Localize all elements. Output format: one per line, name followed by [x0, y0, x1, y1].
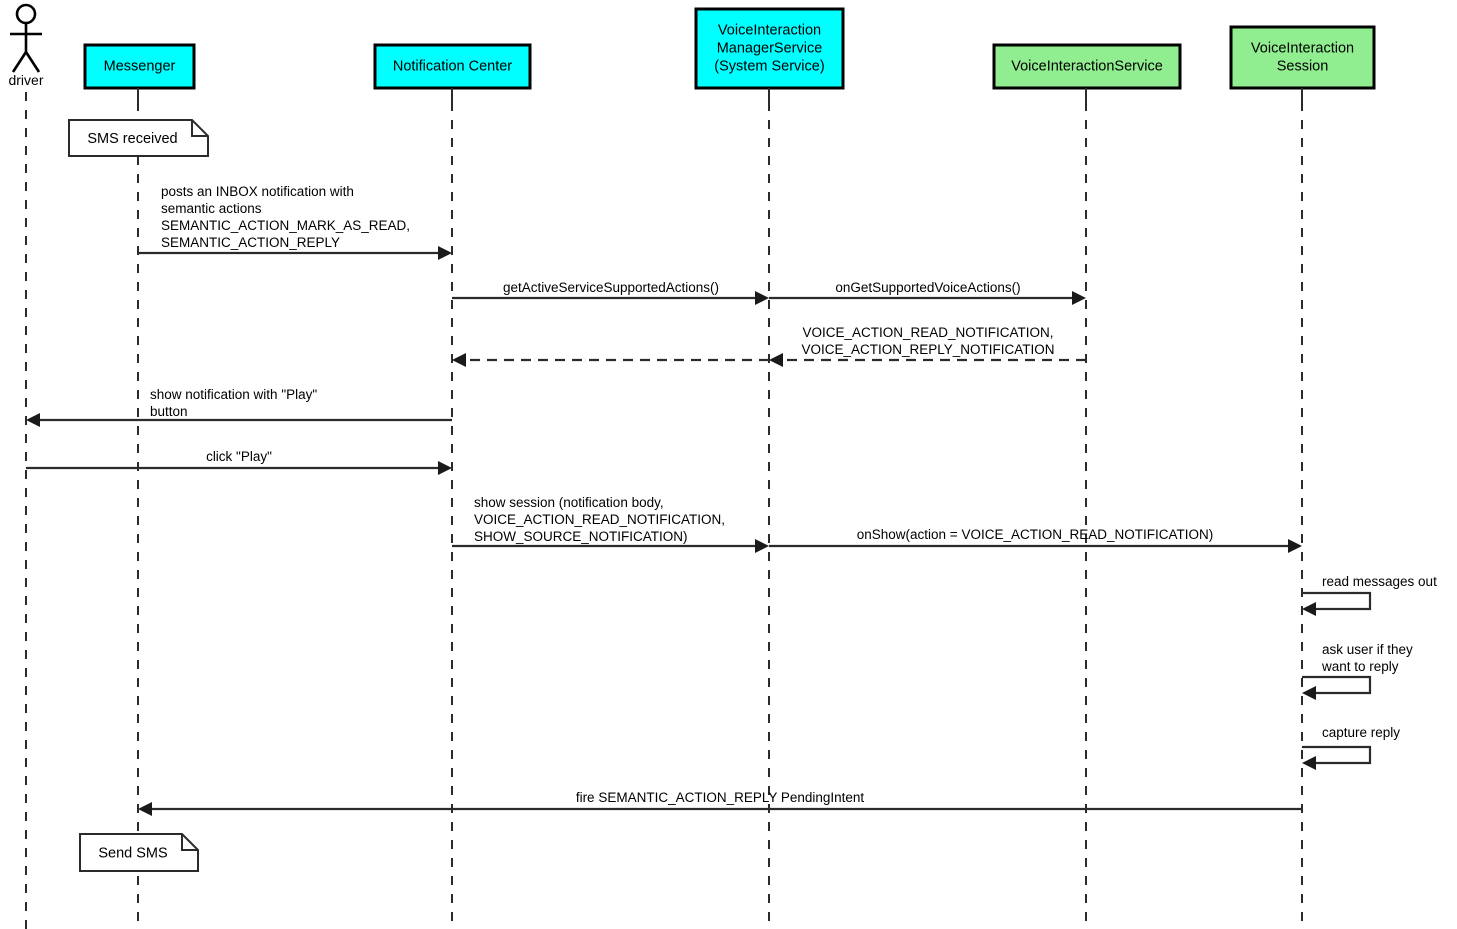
- note-note-sms-received: SMS received: [68, 119, 209, 157]
- arrowhead-msg-click-play: [438, 461, 452, 475]
- arrowhead-msg-show-notification-with-play: [26, 413, 40, 427]
- message-label-msg-post-inbox-notification-line-0: posts an INBOX notification with: [161, 184, 354, 199]
- message-msg-return-voice-actions-to-manager[interactable]: VOICE_ACTION_READ_NOTIFICATION, VOICE_ACT…: [769, 325, 1086, 367]
- self-message-path-self-capture-reply[interactable]: [1302, 745, 1372, 765]
- note-note-send-sms: Send SMS: [79, 833, 199, 872]
- message-label-msg-on-get-supported-voice-actions-line-0: onGetSupportedVoiceActions(): [835, 280, 1020, 295]
- note-label-note-sms-received: SMS received: [87, 131, 177, 147]
- message-label-msg-fire-semantic-action-reply-pending-intent-line-0: fire SEMANTIC_ACTION_REPLY PendingIntent: [576, 790, 865, 805]
- participant-box-notification-center[interactable]: [373, 43, 532, 90]
- message-msg-return-voice-actions-to-notification-center[interactable]: [452, 353, 769, 367]
- arrowhead-msg-on-get-supported-voice-actions: [1072, 291, 1086, 305]
- message-msg-show-session[interactable]: show session (notification body, VOICE_AC…: [452, 495, 769, 553]
- participant-label-messenger-line-0: Messenger: [104, 58, 176, 74]
- self-message-label-self-ask-user-if-they-want-to-reply-line-0: ask user if they: [1322, 642, 1413, 657]
- message-label-msg-return-voice-actions-to-manager-line-1: VOICE_ACTION_REPLY_NOTIFICATION: [801, 342, 1054, 357]
- message-msg-show-notification-with-play[interactable]: show notification with "Play" button: [26, 387, 452, 427]
- arrowhead-self-ask-user-if-they-want-to-reply: [1302, 686, 1316, 700]
- participant-label-notification-center-line-0: Notification Center: [393, 58, 512, 74]
- message-msg-click-play[interactable]: click "Play": [26, 449, 452, 475]
- self-message-label-self-ask-user-if-they-want-to-reply-line-1: want to reply: [1321, 659, 1399, 674]
- message-label-msg-get-active-service-supported-actions-line-0: getActiveServiceSupportedActions(): [503, 280, 719, 295]
- message-msg-on-get-supported-voice-actions[interactable]: onGetSupportedVoiceActions(): [769, 280, 1086, 305]
- actor-driver-label: driver: [8, 72, 43, 88]
- arrowhead-msg-return-voice-actions-to-manager: [769, 353, 783, 367]
- participant-label-voice-interaction-session-line-0: VoiceInteraction: [1251, 40, 1354, 56]
- message-label-msg-on-show-line-0: onShow(action = VOICE_ACTION_READ_NOTIFI…: [857, 527, 1213, 542]
- arrowhead-self-read-messages-out: [1302, 602, 1316, 616]
- message-msg-fire-semantic-action-reply-pending-intent[interactable]: fire SEMANTIC_ACTION_REPLY PendingIntent: [138, 790, 1302, 816]
- message-label-msg-show-notification-with-play-line-1: button: [150, 404, 188, 419]
- message-label-msg-return-voice-actions-to-manager-line-0: VOICE_ACTION_READ_NOTIFICATION,: [802, 325, 1053, 340]
- self-message-path-self-read-messages-out[interactable]: [1302, 591, 1372, 611]
- note-body-note-sms-received: [68, 119, 209, 157]
- participant-box-messenger[interactable]: [83, 43, 196, 90]
- message-msg-post-inbox-notification[interactable]: posts an INBOX notification with semantic…: [138, 184, 452, 260]
- arrowhead-msg-post-inbox-notification: [438, 246, 452, 260]
- participant-notification-center[interactable]: Notification Center: [373, 43, 532, 929]
- message-label-msg-show-notification-with-play-line-0: show notification with "Play": [150, 387, 317, 402]
- actor-leg-left: [11, 51, 28, 73]
- arrowhead-msg-get-active-service-supported-actions: [755, 291, 769, 305]
- actor-leg-right: [24, 51, 41, 73]
- self-message-path-self-ask-user-if-they-want-to-reply[interactable]: [1302, 675, 1372, 695]
- message-label-msg-show-session-line-1: VOICE_ACTION_READ_NOTIFICATION,: [474, 512, 725, 527]
- actor-driver: driver: [8, 3, 44, 929]
- participant-voice-interaction-service[interactable]: VoiceInteractionService: [992, 43, 1182, 929]
- self-message-self-read-messages-out[interactable]: read messages out: [1302, 574, 1437, 616]
- self-message-label-self-capture-reply-line-0: capture reply: [1322, 725, 1400, 740]
- note-fold-note-send-sms: [181, 834, 198, 851]
- participant-box-voice-interaction-session[interactable]: [1229, 25, 1376, 90]
- message-msg-on-show[interactable]: onShow(action = VOICE_ACTION_READ_NOTIFI…: [769, 527, 1302, 553]
- message-label-msg-post-inbox-notification-line-3: SEMANTIC_ACTION_REPLY: [161, 235, 340, 250]
- message-label-msg-show-session-line-0: show session (notification body,: [474, 495, 664, 510]
- message-label-msg-click-play-line-0: click "Play": [206, 449, 272, 464]
- participant-label-voice-interaction-manager-service-line-2: (System Service): [714, 58, 824, 74]
- message-msg-get-active-service-supported-actions[interactable]: getActiveServiceSupportedActions(): [452, 280, 769, 305]
- arrowhead-msg-on-show: [1288, 539, 1302, 553]
- arrowhead-msg-return-voice-actions-to-notification-center: [452, 353, 466, 367]
- message-label-msg-post-inbox-notification-line-1: semantic actions: [161, 201, 262, 216]
- participant-label-voice-interaction-service-line-0: VoiceInteractionService: [1011, 58, 1163, 74]
- actor-head: [15, 3, 37, 25]
- arrowhead-msg-show-session: [755, 539, 769, 553]
- note-label-note-send-sms: Send SMS: [98, 846, 167, 862]
- arrowhead-self-capture-reply: [1302, 756, 1316, 770]
- participant-label-voice-interaction-session-line-1: Session: [1277, 58, 1329, 74]
- participant-messenger[interactable]: Messenger: [83, 43, 196, 929]
- self-message-self-ask-user-if-they-want-to-reply[interactable]: ask user if they want to reply: [1302, 642, 1413, 700]
- message-label-msg-post-inbox-notification-line-2: SEMANTIC_ACTION_MARK_AS_READ,: [161, 218, 410, 233]
- participant-label-voice-interaction-manager-service-line-0: VoiceInteraction: [718, 22, 821, 38]
- arrowhead-msg-fire-semantic-action-reply-pending-intent: [138, 802, 152, 816]
- message-label-msg-show-session-line-2: SHOW_SOURCE_NOTIFICATION): [474, 529, 688, 544]
- participant-label-voice-interaction-manager-service-line-1: ManagerService: [717, 40, 823, 56]
- note-body-note-send-sms: [79, 833, 199, 872]
- note-fold-note-sms-received: [191, 120, 208, 137]
- self-message-self-capture-reply[interactable]: capture reply: [1302, 725, 1400, 770]
- self-message-label-self-read-messages-out-line-0: read messages out: [1322, 574, 1437, 589]
